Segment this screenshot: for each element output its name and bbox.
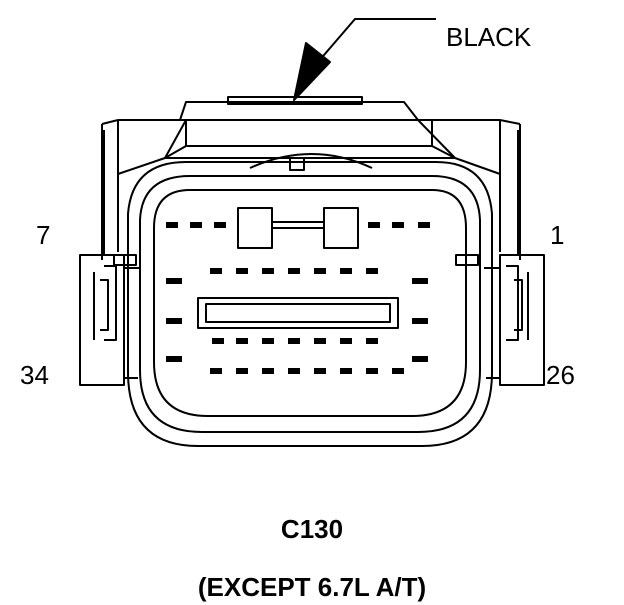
housing-top [101,96,521,260]
inner-face [153,189,467,417]
small-cavities [166,222,430,374]
pin-number-bottom-right: 26 [546,360,575,390]
connector-id-label: C130 [280,514,344,544]
outer-shell [127,161,493,447]
housing-left-ear [79,130,140,386]
middle-shell [139,175,481,433]
large-cavities [237,207,359,249]
connector-color-label: BLACK [446,22,532,52]
leader-arrow [293,18,436,101]
variant-note-label: (EXCEPT 6.7L A/T) [197,572,427,602]
center-slot [197,297,399,329]
pin-number-top-left: 7 [36,220,51,250]
pin-number-bottom-left: 34 [20,360,49,390]
housing-right-ear [455,130,545,386]
pin-number-top-right: 1 [550,220,565,250]
